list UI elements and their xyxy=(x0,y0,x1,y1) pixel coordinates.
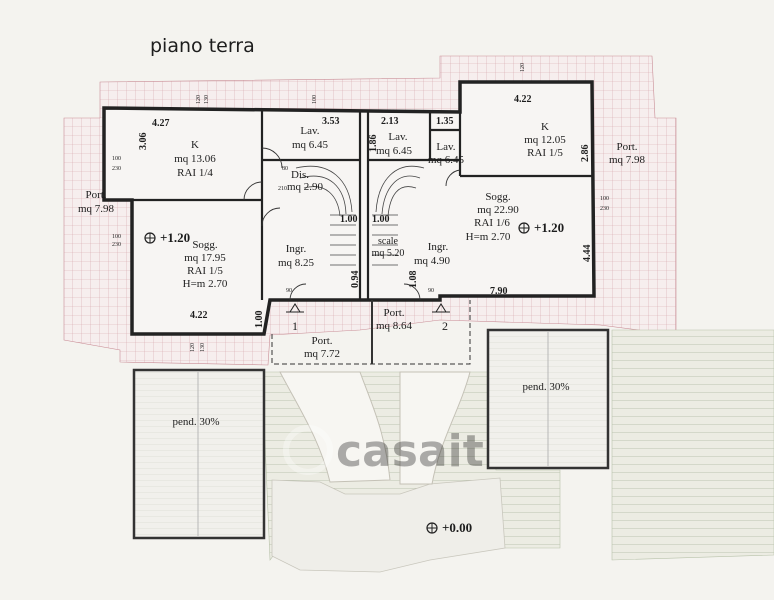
ramp-left xyxy=(132,368,266,540)
level-ground: +0.00 xyxy=(442,520,472,535)
level-marker-left: +1.20 xyxy=(144,230,190,245)
opening-230-right: 230 xyxy=(600,206,609,212)
dis-area: mq 2.90 xyxy=(287,181,324,193)
ingr-left-area: mq 8.25 xyxy=(278,257,315,269)
sogg-right-rai: RAI 1/6 xyxy=(474,217,510,229)
lav-right-area: mq 6.45 xyxy=(428,154,465,166)
port-left-name: Port. xyxy=(85,189,106,201)
level-marker-ground: +0.00 xyxy=(426,520,472,535)
opening-210-dis: 210 xyxy=(278,186,287,192)
door-swings xyxy=(243,147,461,301)
dim-100b: 1.00 xyxy=(372,214,390,225)
port-front-mid-area: mq 8.64 xyxy=(376,320,413,332)
opening-90-front2: 90 xyxy=(428,288,434,294)
ramp-left-label: pend. 30% xyxy=(172,416,219,428)
dim-353: 3.53 xyxy=(322,116,340,127)
ingr-right-area: mq 4.90 xyxy=(414,255,451,267)
dim-100a: 1.00 xyxy=(340,214,358,225)
lav-mid-name: Lav. xyxy=(388,131,407,143)
dim-213: 2.13 xyxy=(381,116,399,127)
scale-name: scale xyxy=(378,236,399,247)
sogg-right-h: H=m 2.70 xyxy=(466,231,511,243)
building-walls xyxy=(102,80,596,336)
opening-230-left2: 230 xyxy=(112,242,121,248)
dim-108: 1.08 xyxy=(408,271,419,289)
k-left-area: mq 13.06 xyxy=(174,153,216,165)
scale-area: mq 5.20 xyxy=(372,248,405,259)
port-front-mid-name: Port. xyxy=(383,307,404,319)
ramp-right-label: pend. 30% xyxy=(522,381,569,393)
port-right-area: mq 7.98 xyxy=(609,154,646,166)
opening-100-left: 100 xyxy=(112,156,121,162)
dim-094: 0.94 xyxy=(350,271,361,289)
dim-135: 1.35 xyxy=(436,116,454,127)
sogg-left-h: H=m 2.70 xyxy=(183,278,228,290)
entrance-markers: 1 2 xyxy=(286,303,450,333)
opening-90-front: 90 xyxy=(286,288,292,294)
opening-100-left2: 100 xyxy=(112,234,121,240)
opening-130-top: 130 xyxy=(204,95,210,104)
dim-444: 4.44 xyxy=(582,245,593,263)
sogg-left-rai: RAI 1/5 xyxy=(187,265,223,277)
paving-right xyxy=(611,329,774,561)
opening-120-top3: 120 xyxy=(520,63,526,72)
lower-lawn xyxy=(271,477,506,573)
ingr-left-name: Ingr. xyxy=(286,243,307,255)
sogg-left-name: Sogg. xyxy=(192,239,218,251)
k-right-name: K xyxy=(541,121,549,133)
opening-120-bot: 120 xyxy=(190,343,196,352)
opening-230-left: 230 xyxy=(112,166,121,172)
dim-422-bot: 4.22 xyxy=(190,310,208,321)
dim-306: 3.06 xyxy=(138,133,149,151)
k-left-rai: RAI 1/4 xyxy=(177,167,213,179)
port-left-area: mq 7.98 xyxy=(78,203,115,215)
k-right-area: mq 12.05 xyxy=(524,134,566,146)
sogg-right-area: mq 22.90 xyxy=(477,204,519,216)
plan-title: piano terra xyxy=(150,35,255,57)
dim-427: 4.27 xyxy=(152,118,170,129)
ingr-right-name: Ingr. xyxy=(428,241,449,253)
dim-790: 7.90 xyxy=(490,286,508,297)
lav-left-area: mq 6.45 xyxy=(292,139,329,151)
walkway-left xyxy=(279,371,391,483)
port-front-left-name: Port. xyxy=(311,335,332,347)
entrance-two: 2 xyxy=(442,319,448,333)
opening-100-top2: 100 xyxy=(312,95,318,104)
dim-286: 2.86 xyxy=(580,145,591,163)
k-left-name: K xyxy=(191,139,199,151)
staircases xyxy=(295,166,425,266)
dim-186: 1.86 xyxy=(368,135,379,153)
level-left: +1.20 xyxy=(160,230,190,245)
port-right-name: Port. xyxy=(616,141,637,153)
watermark-text: casait xyxy=(336,426,484,477)
entrance-one: 1 xyxy=(292,319,298,333)
sogg-right-name: Sogg. xyxy=(485,191,511,203)
dis-name: Dis. xyxy=(291,169,309,181)
interior-walls xyxy=(132,110,594,300)
sogg-left-area: mq 17.95 xyxy=(184,252,226,264)
opening-100-right: 100 xyxy=(600,196,609,202)
level-marker-right: +1.20 xyxy=(518,220,564,235)
lav-mid-area: mq 6.45 xyxy=(376,145,413,157)
walkway-right xyxy=(399,371,471,485)
opening-80-dis: 80 xyxy=(282,166,288,172)
level-right: +1.20 xyxy=(534,220,564,235)
watermark: casait xyxy=(283,425,484,477)
opening-130-bot: 130 xyxy=(200,343,206,352)
lav-left-name: Lav. xyxy=(300,125,319,137)
dim-422-top: 4.22 xyxy=(514,94,532,105)
opening-120-top: 120 xyxy=(196,95,202,104)
k-right-rai: RAI 1/5 xyxy=(527,147,563,159)
port-front-left-area: mq 7.72 xyxy=(304,348,340,360)
lav-right-name: Lav. xyxy=(436,141,455,153)
dim-100-side: 1.00 xyxy=(254,311,265,329)
